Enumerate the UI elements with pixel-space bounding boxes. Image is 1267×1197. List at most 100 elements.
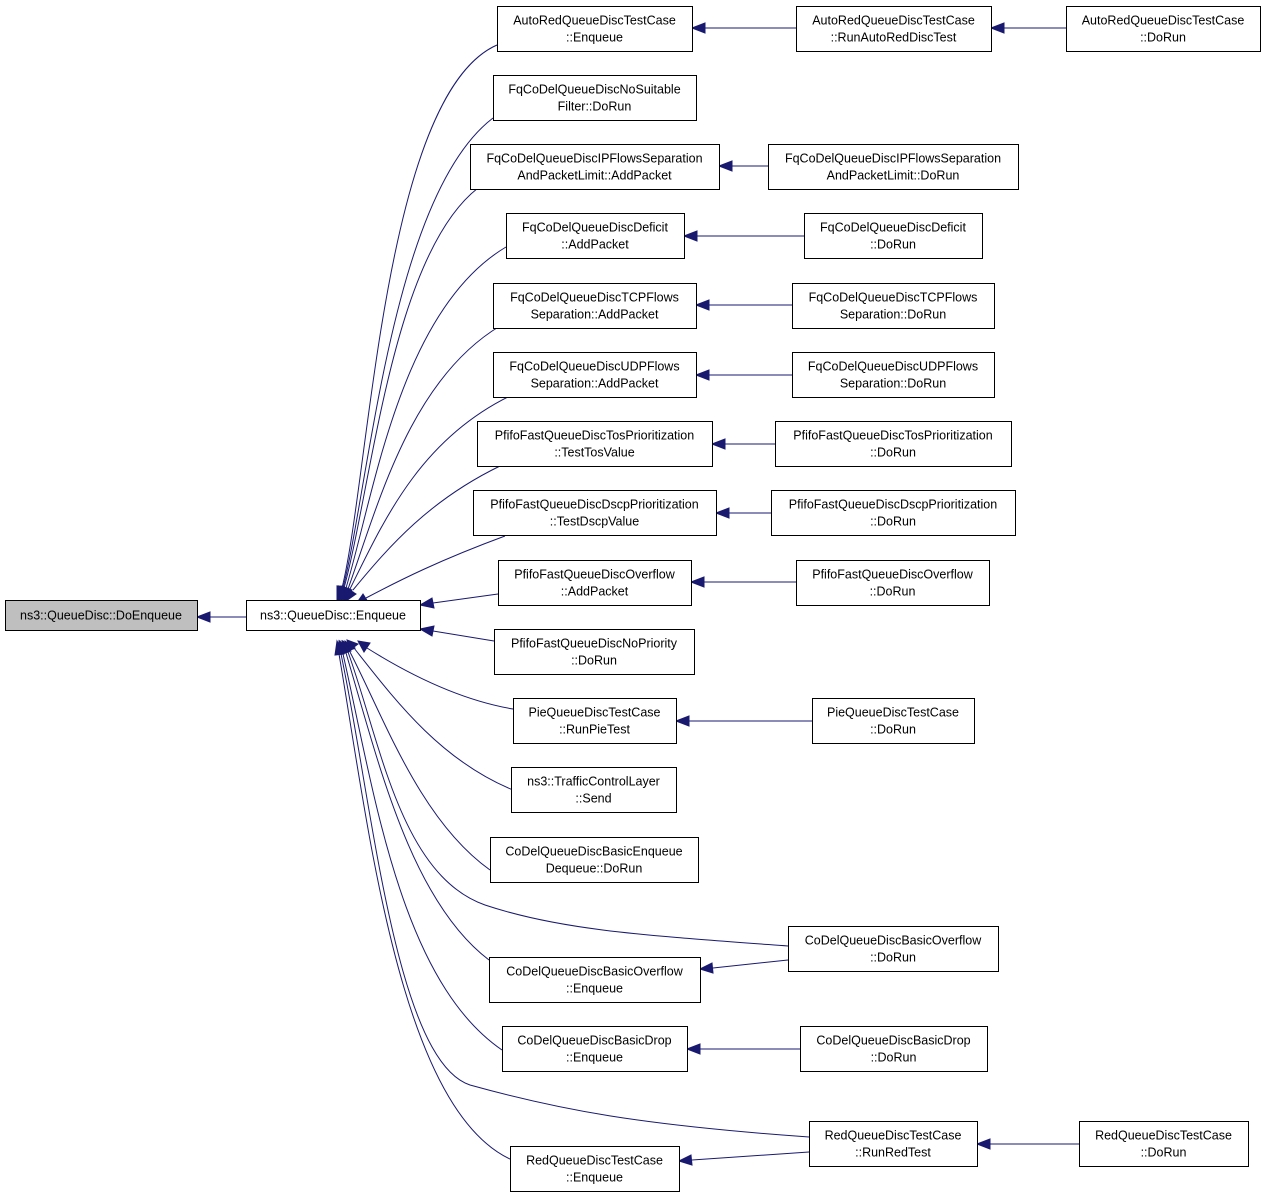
node-label-line: CoDelQueueDiscBasicEnqueue <box>505 845 682 859</box>
function-node[interactable]: PieQueueDiscTestCase::DoRun <box>812 698 975 744</box>
node-box <box>796 560 990 606</box>
node-box <box>246 600 421 631</box>
edge-n22-to-n6 <box>694 299 792 311</box>
function-node[interactable]: FqCoDelQueueDiscIPFlowsSeparationAndPack… <box>768 144 1019 190</box>
function-node[interactable]: FqCoDelQueueDiscTCPFlowsSeparation::DoRu… <box>792 283 995 329</box>
node-label-line: ::AddPacket <box>561 585 629 599</box>
edge-line <box>338 653 513 1161</box>
function-node[interactable]: RedQueueDiscTestCase::DoRun <box>1079 1121 1249 1167</box>
node-label-line: ::DoRun <box>870 951 916 965</box>
node-box <box>1079 1121 1249 1167</box>
node-box <box>513 698 677 744</box>
function-node[interactable]: FqCoDelQueueDiscUDPFlowsSeparation::DoRu… <box>792 352 995 398</box>
function-node[interactable]: PfifoFastQueueDiscTosPrioritization::Tes… <box>477 421 713 467</box>
node-label-line: ::TestTosValue <box>554 446 634 460</box>
arrowhead <box>195 611 211 623</box>
arrowhead <box>677 1154 693 1166</box>
node-label-line: Separation::DoRun <box>840 308 946 322</box>
function-node[interactable]: PieQueueDiscTestCase::RunPieTest <box>513 698 677 744</box>
edge-line <box>353 647 514 791</box>
function-node[interactable]: RedQueueDiscTestCase::Enqueue <box>510 1146 680 1192</box>
node-label-line: PfifoFastQueueDiscDscpPrioritization <box>789 498 997 512</box>
node-label-line: AutoRedQueueDiscTestCase <box>513 14 676 28</box>
node-label-line: RedQueueDiscTestCase <box>526 1154 663 1168</box>
node-label-line: PfifoFastQueueDiscTosPrioritization <box>495 429 694 443</box>
arrowhead <box>714 507 730 519</box>
arrowhead <box>357 640 371 653</box>
arrowhead <box>345 588 357 603</box>
edge-line <box>349 651 491 871</box>
function-node[interactable]: CoDelQueueDiscBasicOverflow::DoRun <box>788 926 999 972</box>
function-node[interactable]: AutoRedQueueDiscTestCase::RunAutoRedDisc… <box>796 6 992 52</box>
arrowhead <box>689 576 705 588</box>
node-label-line: FqCoDelQueueDiscTCPFlows <box>809 291 978 305</box>
node-label-line: AndPacketLimit::DoRun <box>827 169 960 183</box>
node-box <box>502 1026 688 1072</box>
edge-n18-to-n2 <box>690 22 796 34</box>
function-node[interactable]: FqCoDelQueueDiscTCPFlowsSeparation::AddP… <box>493 283 697 329</box>
node-label-line: PfifoFastQueueDiscOverflow <box>514 568 675 582</box>
node-label-line: ::Enqueue <box>566 1171 623 1185</box>
arrowhead <box>418 625 435 637</box>
function-node[interactable]: PfifoFastQueueDiscOverflow::DoRun <box>796 560 990 606</box>
node-box <box>768 144 1019 190</box>
node-label-line: ::DoRun <box>870 723 916 737</box>
function-node[interactable]: ns3::TrafficControlLayer::Send <box>511 767 677 813</box>
node-box <box>788 926 999 972</box>
function-node[interactable]: PfifoFastQueueDiscNoPriority::DoRun <box>494 629 695 675</box>
node-label-line: ::DoRun <box>571 654 617 668</box>
node-label-line: Filter::DoRun <box>558 100 632 114</box>
function-node[interactable]: PfifoFastQueueDiscTosPrioritization::DoR… <box>775 421 1012 467</box>
root-node[interactable]: ns3::QueueDisc::DoEnqueue <box>5 600 198 631</box>
edge-line <box>432 593 499 604</box>
edge-line <box>432 630 495 642</box>
function-node[interactable]: PfifoFastQueueDiscDscpPrioritization::Do… <box>771 490 1016 536</box>
edge-n12-to-n1 <box>357 640 514 710</box>
function-node[interactable]: PfifoFastQueueDiscDscpPrioritization::Te… <box>473 490 717 536</box>
function-node[interactable]: CoDelQueueDiscBasicDrop::DoRun <box>800 1026 988 1072</box>
node-label-line: ::Send <box>575 792 611 806</box>
function-node[interactable]: RedQueueDiscTestCase::RunRedTest <box>809 1121 978 1167</box>
node-box <box>1066 6 1261 52</box>
edge-n19-to-n18 <box>989 22 1066 34</box>
function-node[interactable]: FqCoDelQueueDiscUDPFlowsSeparation::AddP… <box>493 352 697 398</box>
function-node[interactable]: FqCoDelQueueDiscDeficit::AddPacket <box>506 213 685 259</box>
arrowhead <box>418 597 435 609</box>
function-node[interactable]: AutoRedQueueDiscTestCase::Enqueue <box>497 6 693 52</box>
function-node[interactable]: CoDelQueueDiscBasicOverflow::Enqueue <box>489 957 701 1003</box>
edge-n15-to-n1 <box>341 639 490 961</box>
function-node[interactable]: FqCoDelQueueDiscIPFlowsSeparationAndPack… <box>470 144 720 190</box>
edge-line <box>345 652 490 961</box>
arrowhead <box>685 1043 701 1055</box>
function-node[interactable]: AutoRedQueueDiscTestCase::DoRun <box>1066 6 1261 52</box>
edge-n27-to-n12 <box>674 715 812 727</box>
edge-n16-to-n1 <box>338 639 503 1051</box>
node-box <box>489 957 701 1003</box>
arrowhead <box>690 22 706 34</box>
function-node[interactable]: PfifoFastQueueDiscOverflow::AddPacket <box>498 560 692 606</box>
node-box <box>5 600 198 631</box>
node-label-line: ::DoRun <box>1140 31 1186 45</box>
edge-n9-to-n1 <box>354 535 506 605</box>
node-label-line: PfifoFastQueueDiscOverflow <box>812 568 973 582</box>
arrowhead <box>975 1138 991 1150</box>
edge-n24-to-n8 <box>710 438 775 450</box>
arrowhead <box>717 160 733 172</box>
edge-n25-to-n9 <box>714 507 771 519</box>
nodes-layer: ns3::QueueDisc::DoEnqueue ns3::QueueDisc:… <box>5 6 1261 1192</box>
node-label-line: ::Enqueue <box>566 1051 623 1065</box>
function-node[interactable]: ns3::QueueDisc::Enqueue <box>246 600 421 631</box>
node-box <box>493 75 697 121</box>
node-label-line: ::TestDscpValue <box>550 515 639 529</box>
function-node[interactable]: FqCoDelQueueDiscDeficit::DoRun <box>804 213 983 259</box>
edges-layer <box>195 22 1079 1166</box>
node-label-line: ::DoRun <box>1141 1146 1187 1160</box>
node-label-line: ::DoRun <box>870 585 916 599</box>
arrowhead <box>989 22 1005 34</box>
arrowhead <box>710 438 726 450</box>
node-label-line: Separation::AddPacket <box>531 308 659 322</box>
edge-n14-to-n1 <box>344 639 491 871</box>
function-node[interactable]: CoDelQueueDiscBasicDrop::Enqueue <box>502 1026 688 1072</box>
